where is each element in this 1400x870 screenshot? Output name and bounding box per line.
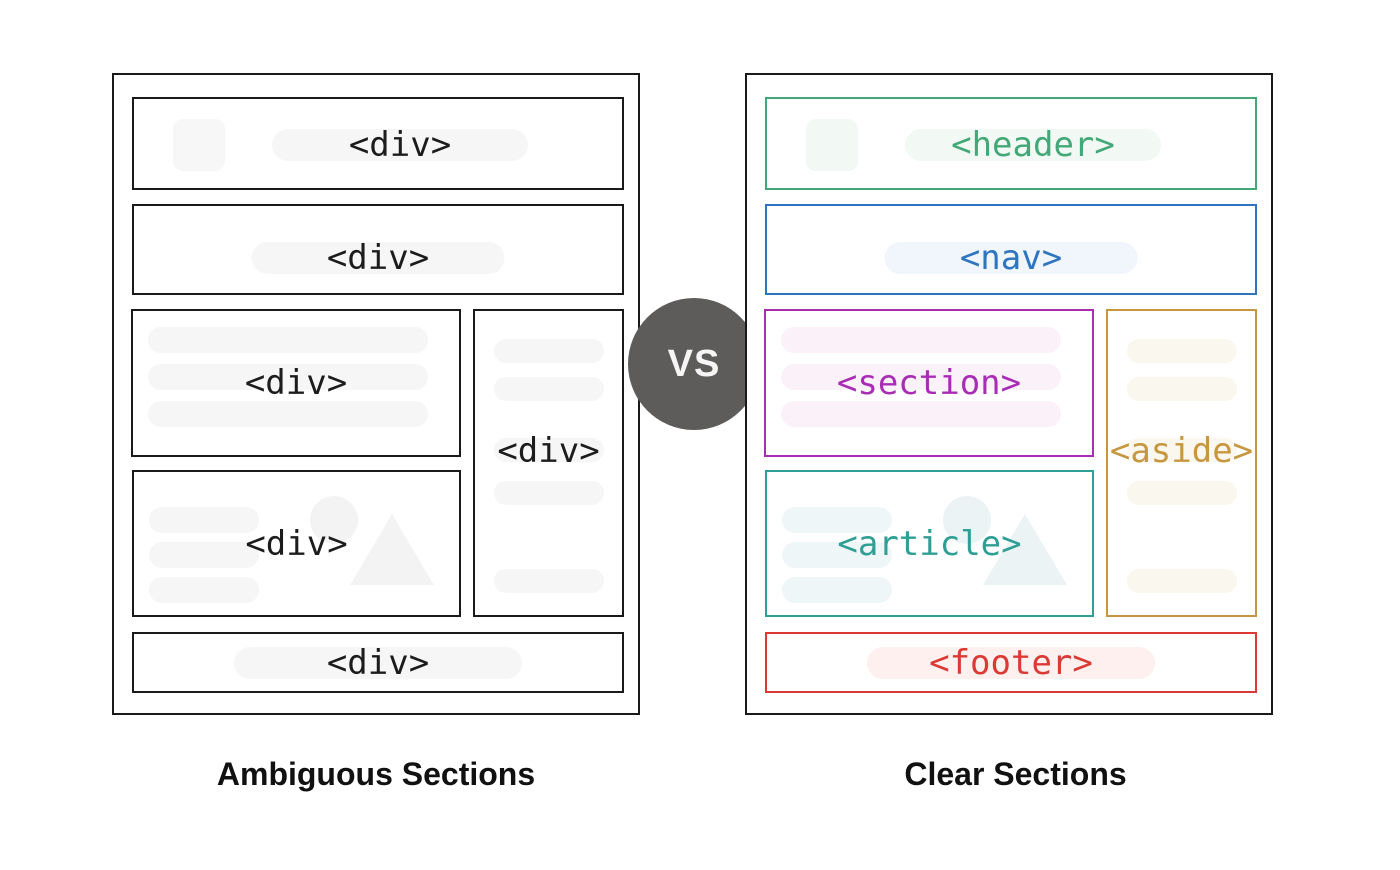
- skeleton-line: [149, 577, 259, 603]
- div-article-box: <div>: [132, 470, 461, 617]
- image-placeholder-circle-icon: [943, 496, 991, 544]
- skeleton-line: [493, 339, 604, 363]
- tag-label: <header>: [951, 125, 1115, 165]
- text-pill: <header>: [905, 125, 1161, 165]
- text-pill: <nav>: [884, 238, 1138, 278]
- skeleton-line: [148, 327, 428, 353]
- vs-label: VS: [667, 342, 721, 385]
- caption-ambiguous-sections: Ambiguous Sections: [216, 756, 536, 792]
- skeleton-line: [148, 364, 428, 390]
- div-header-box: <div>: [132, 97, 624, 190]
- div-footer-box: <div>: [132, 632, 624, 693]
- tag-label: <section>: [836, 363, 1022, 403]
- skeleton-line: [782, 507, 892, 533]
- skeleton-line: [782, 542, 892, 568]
- tag-label: <article>: [837, 523, 1022, 564]
- div-section-box: <div>: [131, 309, 461, 457]
- image-placeholder-circle-icon: [310, 496, 358, 544]
- tag-label: <div>: [326, 643, 430, 683]
- tag-wrap: <div>: [134, 472, 459, 615]
- header-box: <header>: [765, 97, 1257, 190]
- tag-label: <div>: [326, 238, 430, 278]
- skeleton-line: [493, 377, 604, 401]
- section-box: <section>: [764, 309, 1094, 457]
- tag-label: <div>: [348, 125, 452, 165]
- tag-wrap: <section>: [766, 311, 1092, 455]
- skeleton-line: [149, 507, 259, 533]
- text-pill: <div>: [272, 125, 528, 165]
- skeleton-line: [782, 577, 892, 603]
- skeleton-line: [493, 569, 604, 593]
- footer-box: <footer>: [765, 632, 1257, 693]
- vs-badge: VS: [628, 298, 760, 430]
- tag-wrap: <div>: [133, 311, 459, 455]
- article-box: <article>: [765, 470, 1094, 617]
- text-pill: <div>: [234, 643, 522, 683]
- skeleton-line: [493, 438, 604, 462]
- tag-label: <div>: [245, 523, 348, 564]
- ambiguous-panel: <div> <div> <div> <div>: [112, 73, 640, 715]
- text-pill: <div>: [251, 238, 505, 278]
- tag-label: <aside>: [1109, 431, 1254, 471]
- skeleton-line: [1126, 481, 1237, 505]
- skeleton-line: [1126, 569, 1237, 593]
- caption-clear-sections: Clear Sections: [904, 756, 1127, 792]
- skeleton-line: [148, 401, 428, 427]
- tag-label: <footer>: [929, 643, 1093, 683]
- skeleton-line: [1126, 438, 1237, 462]
- div-nav-box: <div>: [132, 204, 624, 295]
- tag-label: <div>: [244, 363, 348, 403]
- div-aside-box: <div>: [473, 309, 624, 617]
- tag-wrap: <article>: [767, 472, 1092, 615]
- logo-placeholder: [173, 119, 225, 171]
- skeleton-line: [149, 542, 259, 568]
- skeleton-line: [493, 481, 604, 505]
- aside-box: <aside>: [1106, 309, 1257, 617]
- nav-box: <nav>: [765, 204, 1257, 295]
- skeleton-line: [1126, 339, 1237, 363]
- tag-label: <nav>: [959, 238, 1063, 278]
- skeleton-line: [781, 364, 1061, 390]
- skeleton-line: [781, 401, 1061, 427]
- skeleton-line: [781, 327, 1061, 353]
- tag-label: <div>: [497, 431, 600, 471]
- clear-panel: <header> <nav> <section> <aside>: [745, 73, 1273, 715]
- logo-placeholder: [806, 119, 858, 171]
- skeleton-line: [1126, 377, 1237, 401]
- text-pill: <footer>: [867, 643, 1155, 683]
